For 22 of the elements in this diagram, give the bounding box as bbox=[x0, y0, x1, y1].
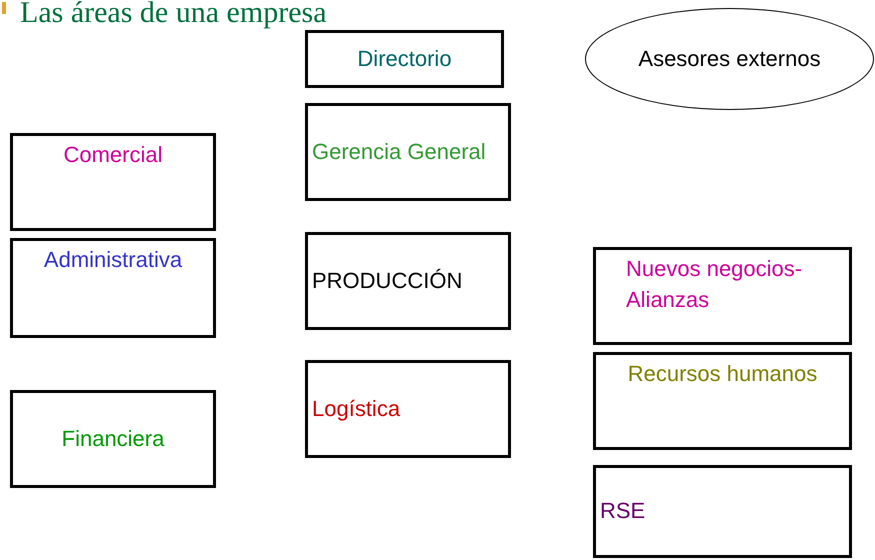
area-box bbox=[305, 360, 511, 458]
area-label: Directorio bbox=[357, 44, 452, 73]
area-box bbox=[593, 352, 852, 450]
area-label: Comercial bbox=[63, 141, 163, 169]
area-label: Recursos humanos bbox=[628, 360, 818, 388]
area-box bbox=[593, 465, 852, 558]
area-label: Asesores externos bbox=[638, 44, 821, 73]
area-label: Nuevos negocios- Alianzas bbox=[626, 255, 804, 314]
area-box bbox=[305, 232, 511, 330]
area-label: Logística bbox=[312, 394, 400, 423]
area-label: Administrativa bbox=[44, 246, 182, 274]
area-box bbox=[10, 133, 216, 231]
area-box bbox=[593, 247, 852, 345]
area-box bbox=[10, 238, 216, 338]
area-label: Financiera bbox=[62, 424, 164, 453]
area-label: PRODUCCIÓN bbox=[312, 266, 462, 295]
area-box bbox=[305, 103, 511, 201]
area-box bbox=[305, 30, 504, 88]
area-label: RSE bbox=[600, 497, 646, 526]
area-box bbox=[10, 390, 216, 488]
area-label: Gerencia General bbox=[312, 138, 486, 166]
title: Las áreas de una empresa bbox=[20, 0, 327, 30]
